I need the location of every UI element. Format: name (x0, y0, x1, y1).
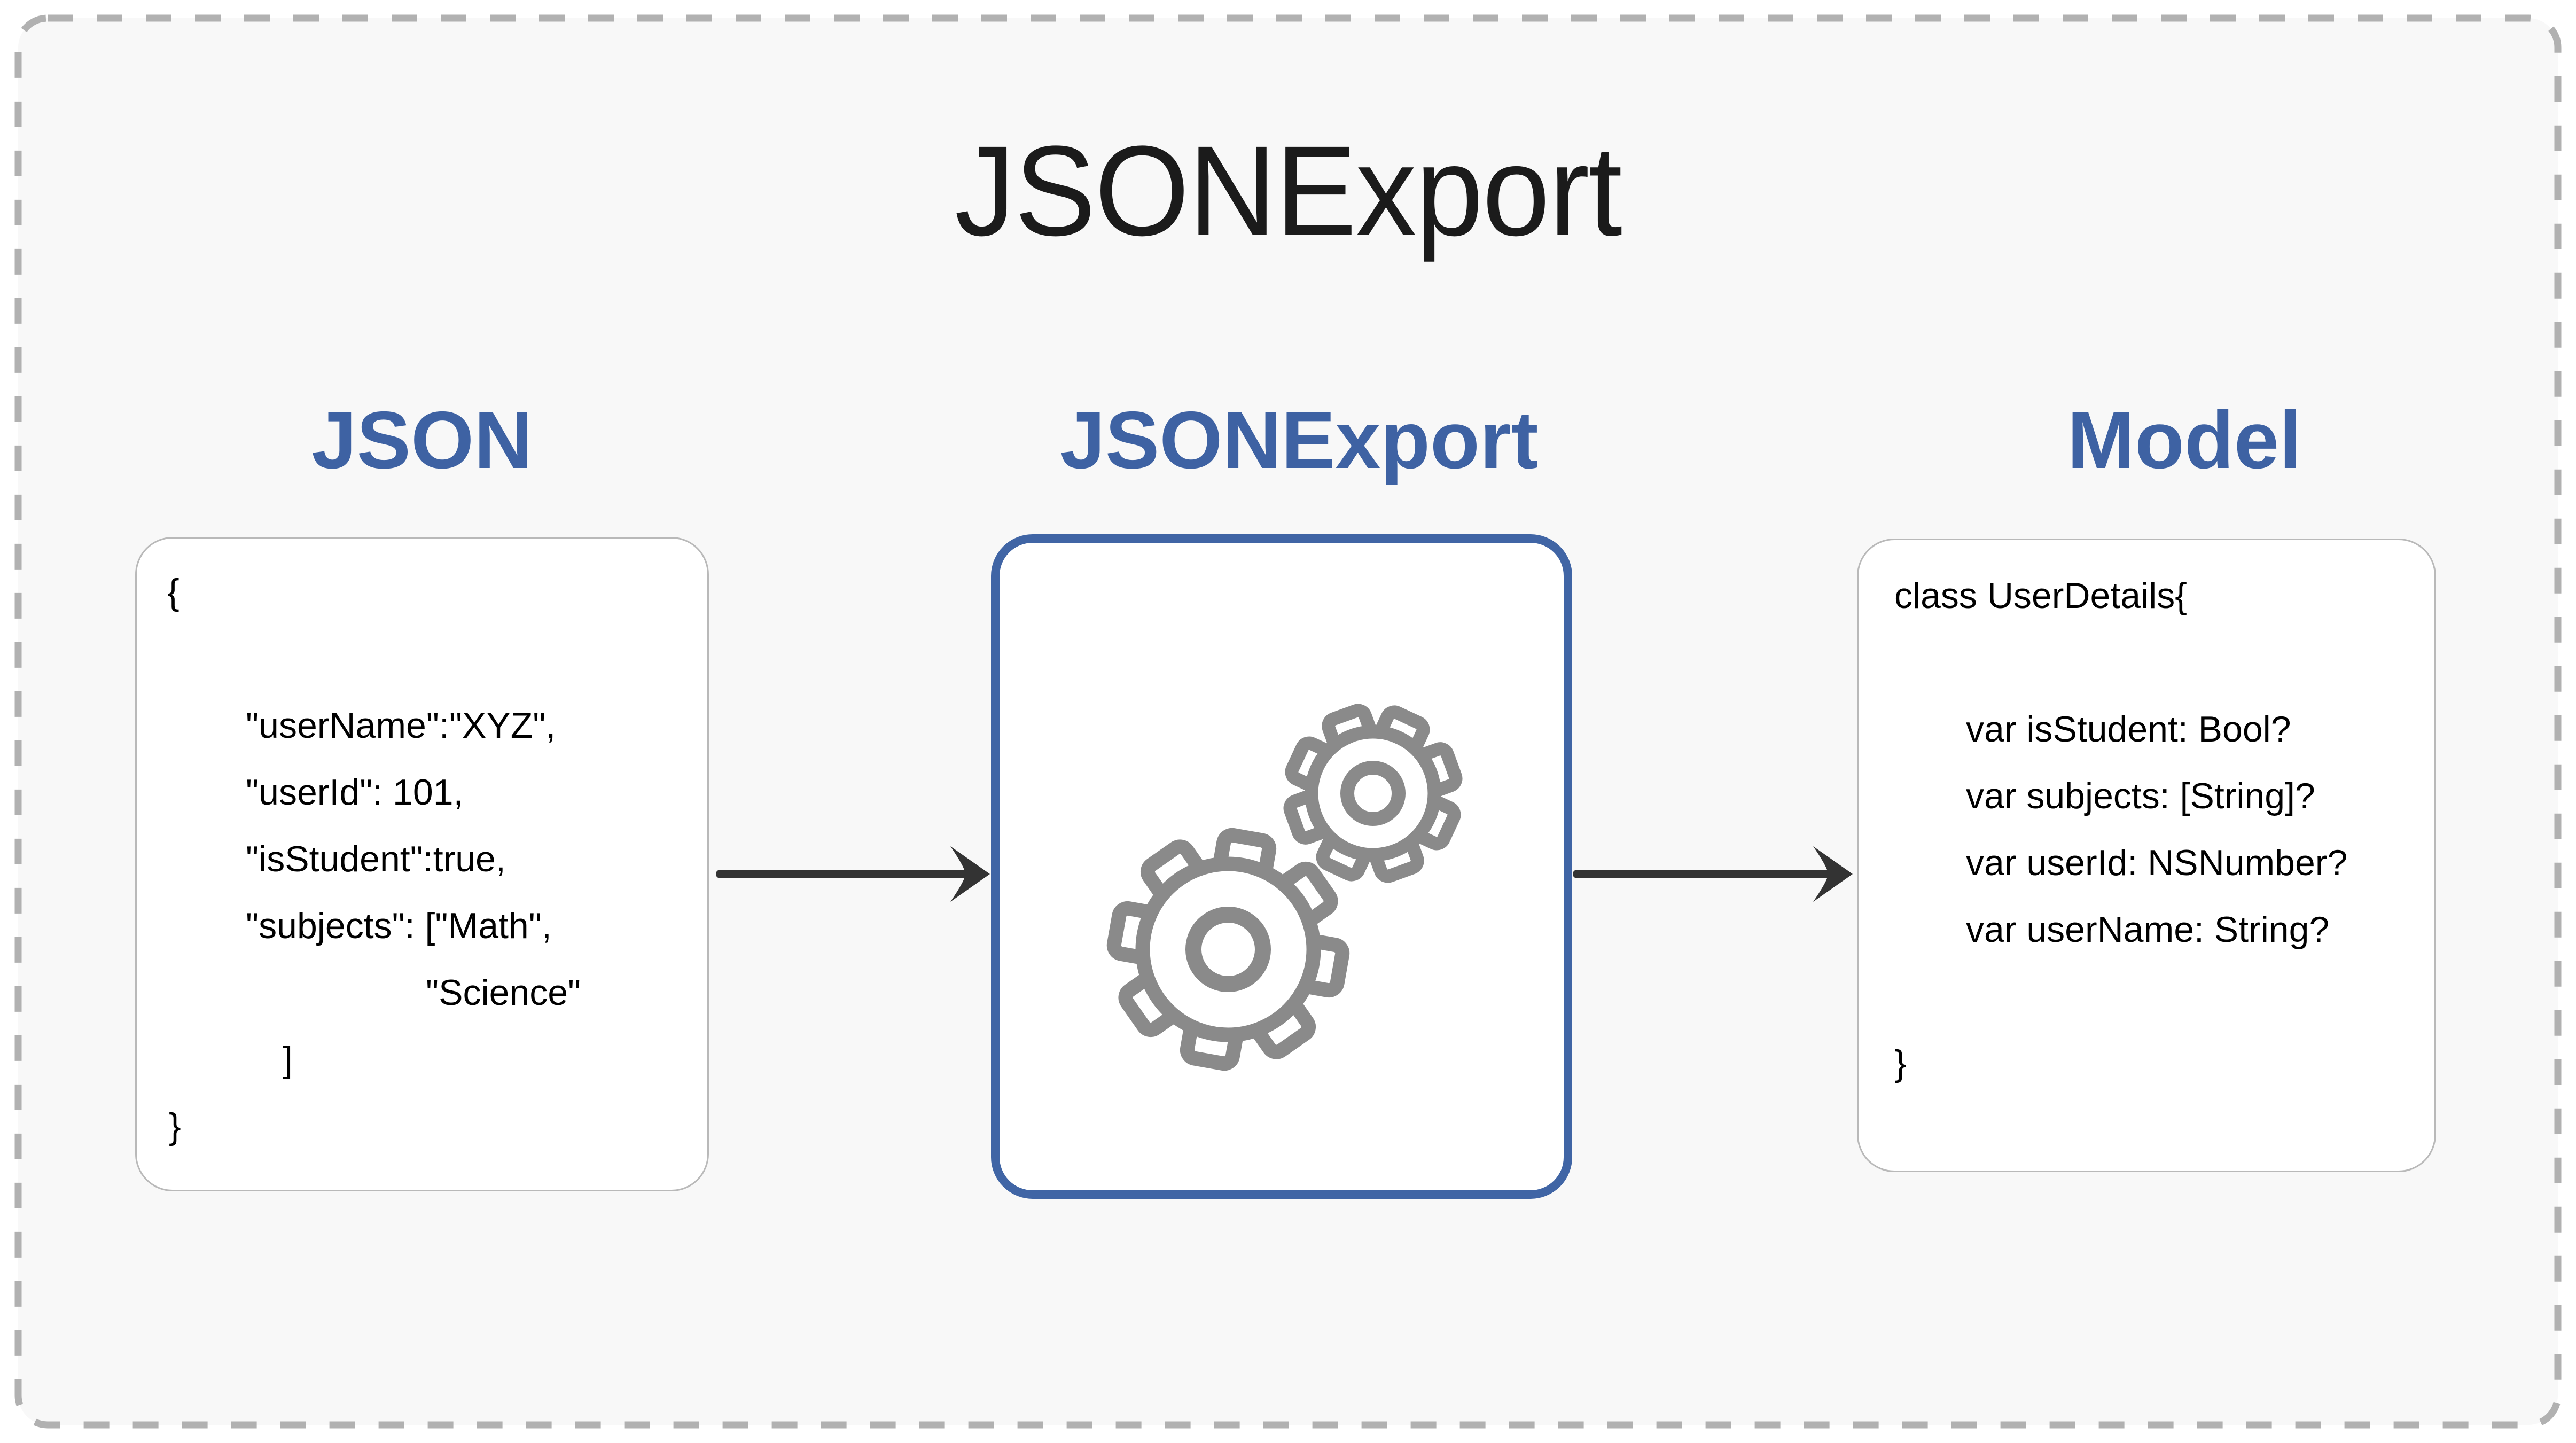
code-line: var subjects: [String]? (1966, 776, 2315, 816)
code-line: { (167, 572, 179, 612)
small-gear (1283, 704, 1463, 883)
code-line: class UserDetails{ (1894, 575, 2187, 616)
code-line: ] (283, 1039, 293, 1080)
column-header-model: Model (2067, 395, 2302, 486)
model-output-box: class UserDetails{ var isStudent: Bool? … (1857, 539, 2436, 1172)
column-header-jsonexport: JSONExport (1060, 395, 1539, 486)
page-title: JSONExport (954, 119, 1622, 262)
code-line: "userName":"XYZ", (246, 705, 556, 746)
code-line (1859, 629, 2434, 696)
code-line: } (1894, 1043, 1907, 1083)
code-line: var isStudent: Bool? (1966, 709, 2291, 750)
code-line: "subjects": ["Math", (246, 906, 552, 946)
code-line: var userName: String? (1966, 909, 2330, 950)
code-line: } (169, 1106, 181, 1146)
json-input-box: { "userName":"XYZ", "userId": 101, "isSt… (135, 537, 709, 1191)
right-arrow-icon (1573, 846, 1853, 902)
column-header-json: JSON (311, 395, 533, 486)
gears-icon (1106, 704, 1463, 1071)
code-line (1859, 963, 2434, 1030)
large-gear (1106, 828, 1350, 1071)
code-line: "Science" (426, 972, 581, 1013)
code-line: "isStudent":true, (246, 839, 506, 879)
code-line: "userId": 101, (246, 772, 464, 813)
code-line: var userId: NSNumber? (1966, 843, 2348, 883)
right-arrow-icon (716, 846, 990, 902)
converter-box (991, 534, 1572, 1199)
code-line (137, 626, 707, 692)
